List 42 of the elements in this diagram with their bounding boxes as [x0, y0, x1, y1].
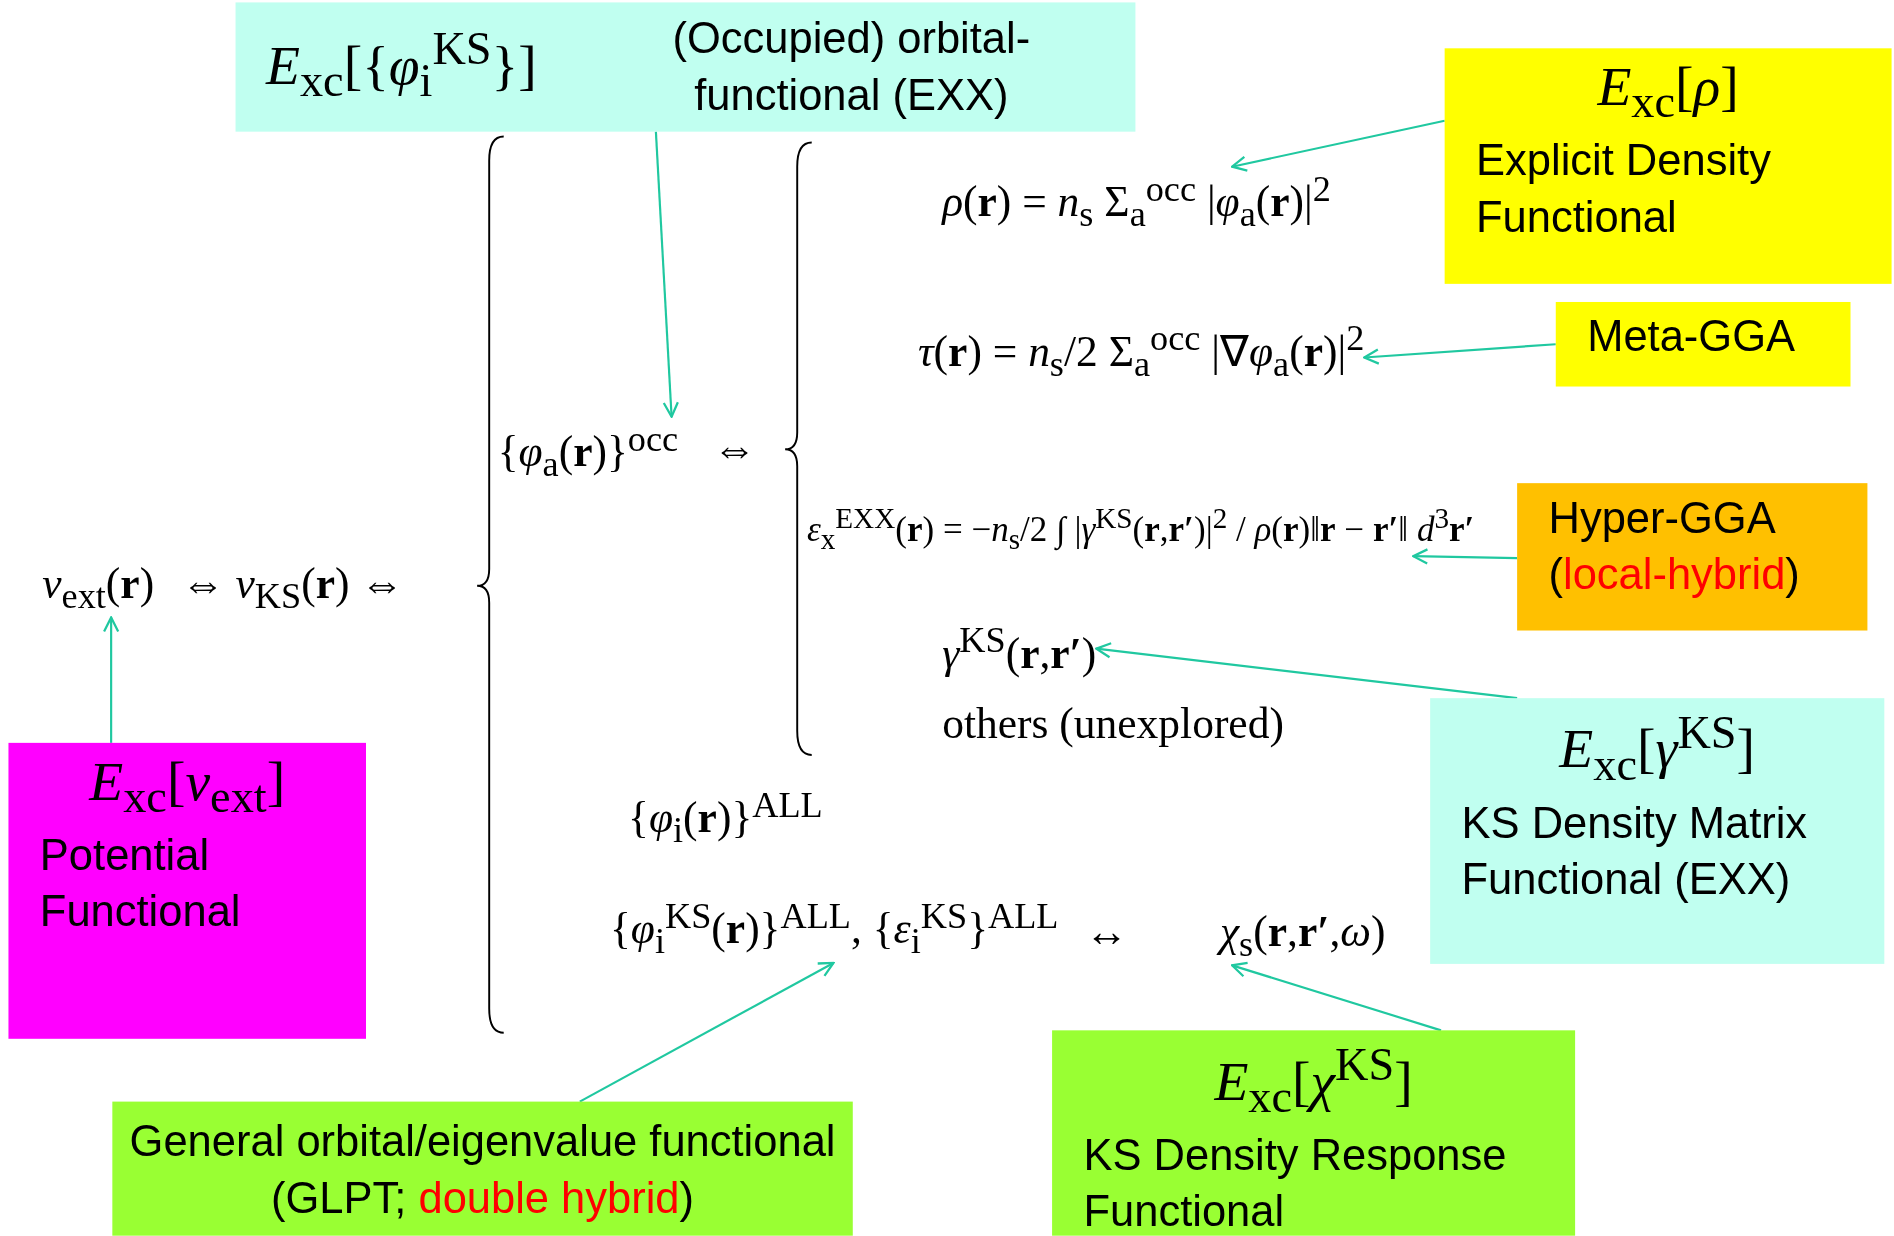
note-text: others (unexplored): [942, 698, 1284, 750]
label-text: General orbital/eigenvalue functional (GLPT; double hybrid): [128, 1115, 837, 1225]
label-box: [1052, 1030, 1576, 1236]
formula: E$_{xc}$[χ$^{KS}$]: [1213, 1037, 1414, 1123]
formula: E$_{xc}$[γ$^{KS}$]: [1557, 705, 1757, 791]
arrow: [654, 131, 679, 418]
formula: γ$^{KS}$(r,r′): [942, 618, 1097, 681]
label-text: Hyper-GGA: [1548, 491, 1777, 545]
label-box: [8, 742, 366, 1039]
arrow: [1412, 548, 1518, 565]
label-text: KS Density Response Functional: [1083, 1129, 1508, 1236]
formula: E$_{xc}$[ρ]: [1596, 55, 1740, 129]
formula: ⇔ v$_{KS}$(r) ⇔: [181, 558, 404, 618]
arrow: [1095, 642, 1518, 700]
formula: ε$_{x}$$^{EXX}$(r) = −n$_{s}$/2 ∫ |γ$^{KS}$(r,r′)|$^{2}$ / ρ(r)‖r − r′‖ d$^{3}$r′: [806, 500, 1475, 557]
label-box: [1517, 483, 1868, 631]
label-text: KS Density Matrix Functional (EXX): [1461, 796, 1809, 906]
label-box: [1444, 48, 1892, 284]
arrow-symbol: ↔: [1084, 906, 1129, 958]
label-box: [112, 1101, 853, 1236]
label-text: (Occupied) orbital-functional (EXX): [671, 11, 1032, 121]
label-box: [1430, 698, 1885, 964]
formula: E$_{xc}$[v$_{ext}$]: [87, 750, 287, 823]
arrow: [1363, 343, 1556, 365]
formula: {φ$_{i}$$^{KS}$(r)}$^{ALL}$, {ε$_{i}$$^{KS}$}$^{ALL}$: [610, 893, 1059, 963]
label-box: [235, 2, 1136, 132]
label-text: Explicit Density Functional: [1476, 134, 1772, 244]
arrow: [1230, 119, 1445, 172]
formula: {φ$_{i}$(r)}$^{ALL}$: [628, 782, 823, 852]
formula: ρ(r) = n$_{s}$ Σ$_{a}$$^{occ}$ |φ$_{a}$(r)|$^{2}$: [942, 166, 1331, 236]
arrow: [102, 616, 120, 743]
formula: v$_{ext}$(r): [42, 558, 155, 618]
label-box: [1555, 302, 1851, 387]
label-text: Potential Functional: [39, 829, 242, 939]
formula: τ(r) = n$_{s}$/2 Σ$_{a}$$^{occ}$ |∇φ$_{a}$(r)|$^{2}$: [918, 316, 1365, 386]
arrow: [1230, 961, 1442, 1032]
label-text: Meta-GGA: [1587, 310, 1796, 364]
arrow: [579, 961, 835, 1103]
equivalence-symbol: ⇔: [712, 422, 757, 475]
formula: {φ$_{a}$(r)}$^{occ}$: [497, 416, 679, 486]
formula: E$_{xc}$[{φ$_{i}$$^{KS}$}]: [265, 22, 537, 108]
label-text: (local-hybrid): [1548, 548, 1801, 601]
